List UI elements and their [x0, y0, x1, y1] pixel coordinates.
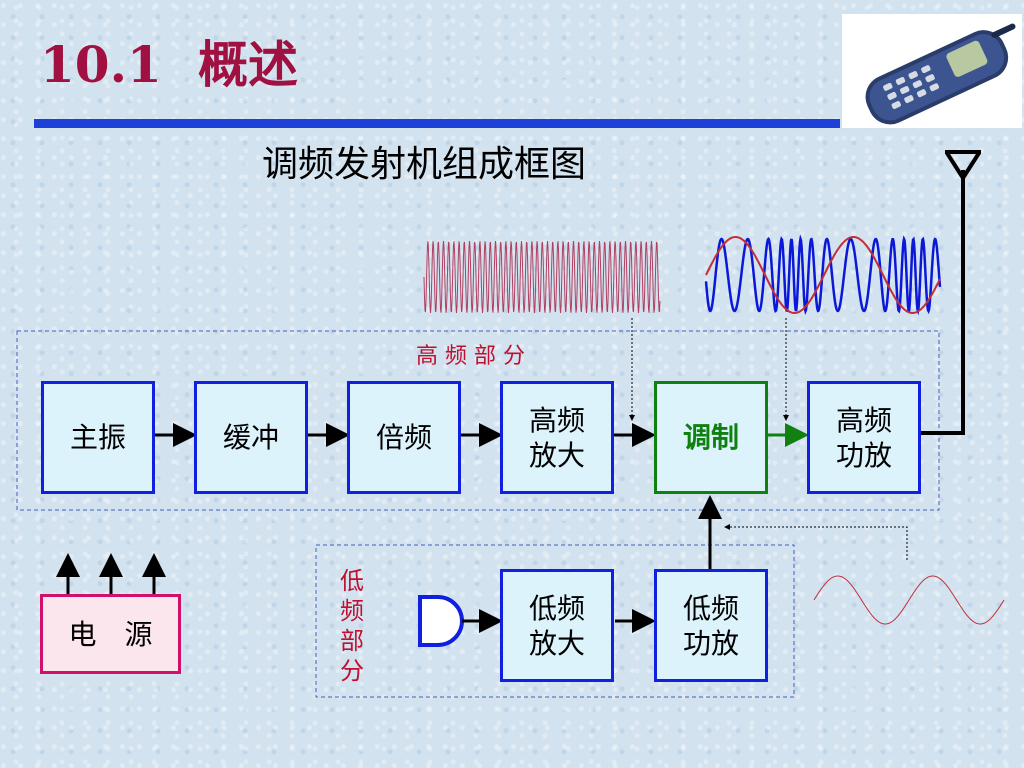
audio-pointer [724, 524, 908, 560]
main-oscillator-label: 主振 [69, 421, 126, 454]
hf-section-frame [16, 330, 940, 511]
antenna-feed-line [921, 170, 965, 435]
lf-power-amplifier-label-2: 功放 [682, 626, 739, 660]
frequency-multiplier-label: 倍频 [375, 421, 432, 454]
lf-power-amplifier-label-1: 低频 [682, 591, 739, 625]
audio-waveform [813, 575, 1005, 625]
modulator-label: 调制 [682, 421, 739, 454]
hf-amplifier-block: 高频 放大 [500, 381, 614, 494]
frequency-multiplier-block: 倍频 [347, 381, 461, 494]
hf-power-amplifier-block: 高频 功放 [807, 381, 921, 494]
hf-section-label: 高 频 部 分 [416, 344, 525, 369]
lf-section-label: 低频部分 [340, 567, 364, 685]
hf-power-amplifier-label-1: 高频 [835, 403, 892, 437]
title-underline [34, 119, 840, 128]
buffer-block: 缓冲 [194, 381, 308, 494]
section-number: 10.1 [40, 35, 162, 94]
lf-amplifier-block: 低频 放大 [500, 569, 614, 682]
modulating-waveform [705, 236, 941, 314]
antenna-icon [945, 150, 981, 180]
hf-amplifier-label-1: 高频 [528, 403, 585, 437]
modulator-block: 调制 [654, 381, 768, 494]
phone-image [842, 14, 1022, 128]
power-supply-label: 电 源 [68, 617, 153, 651]
power-supply-block: 电 源 [40, 594, 181, 674]
lf-amplifier-label-1: 低频 [528, 591, 585, 625]
fm-waveform [704, 234, 942, 316]
lf-section-frame [315, 544, 795, 698]
microphone-icon [418, 595, 464, 647]
carrier-waveform [423, 240, 661, 314]
hf-amplifier-label-2: 放大 [528, 438, 585, 472]
lf-amplifier-label-2: 放大 [528, 626, 585, 660]
section-title: 概述 [198, 36, 298, 94]
lf-power-amplifier-block: 低频 功放 [654, 569, 768, 682]
buffer-label: 缓冲 [222, 421, 279, 454]
diagram-title: 调频发射机组成框图 [262, 144, 587, 185]
main-oscillator-block: 主振 [41, 381, 155, 494]
hf-power-amplifier-label-2: 功放 [835, 438, 892, 472]
